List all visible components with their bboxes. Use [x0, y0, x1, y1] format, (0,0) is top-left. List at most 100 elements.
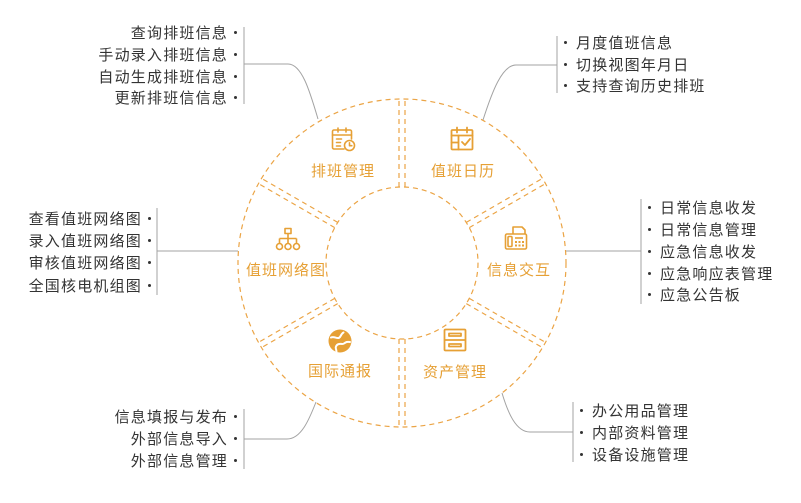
schedule-clock-icon — [329, 125, 357, 153]
feature-item: 设备设施管理 — [580, 443, 689, 465]
feature-list-info-exchange: 日常信息收发 日常信息管理 应急信息收发 应急响应表管理 应急公告板 — [648, 197, 773, 306]
outer-ring — [237, 98, 567, 428]
bullet-dot — [580, 452, 583, 456]
bullet-dot — [234, 437, 237, 441]
bullet-dot — [148, 261, 151, 265]
feature-text: 信息填报与发布 — [114, 408, 228, 427]
fax-icon — [502, 224, 530, 252]
feature-item: 支持查询历史排班 — [564, 75, 706, 97]
feature-item: 信息填报与发布 — [115, 406, 237, 428]
connector-assets — [501, 392, 573, 433]
feature-list-assets: 办公用品管理 内部资料管理 设备设施管理 — [580, 399, 689, 465]
feature-item: 自动生成排班信息 — [98, 65, 237, 87]
inner-ring — [325, 186, 479, 340]
bullet-dot — [148, 238, 151, 242]
bullet-dot — [564, 84, 567, 88]
bullet-dot — [234, 74, 237, 78]
bullet-dot — [148, 216, 151, 220]
feature-list-scheduling: 查询排班信息 手动录入排班信息 自动生成排班信息 更新排班信信息 — [98, 22, 237, 109]
divider-upper-right-b — [465, 177, 543, 223]
module-label: 值班网络图 — [245, 261, 327, 279]
feature-text: 更新排班信信息 — [114, 89, 228, 108]
feature-item: 更新排班信信息 — [98, 87, 237, 109]
feature-list-calendar: 月度值班信息 切换视图年月日 支持查询历史排班 — [564, 32, 706, 97]
module-label: 值班日历 — [430, 162, 496, 180]
bullet-dot — [648, 249, 651, 253]
bullet-dot — [648, 228, 651, 232]
module-label: 国际通报 — [307, 362, 373, 380]
feature-item: 全国核电机组图 — [29, 274, 151, 296]
bullet-dot — [580, 430, 583, 434]
module-label: 信息交互 — [486, 261, 552, 279]
feature-item: 日常信息收发 — [648, 197, 773, 219]
feature-item: 切换视图年月日 — [564, 54, 706, 76]
bullet-dot — [234, 53, 237, 57]
feature-text: 应急响应表管理 — [660, 264, 774, 283]
divider-lower-right-a — [465, 303, 543, 349]
feature-item: 办公用品管理 — [580, 399, 689, 421]
feature-item: 外部信息管理 — [115, 450, 237, 472]
divider-lower-left-a — [261, 303, 339, 349]
feature-item: 录入值班网络图 — [29, 229, 151, 251]
feature-text: 办公用品管理 — [592, 401, 690, 420]
feature-text: 外部信息管理 — [130, 451, 228, 470]
segment-dividers — [258, 99, 546, 427]
feature-item: 手动录入排班信息 — [98, 44, 237, 66]
feature-item: 应急公告板 — [648, 284, 773, 306]
bullet-dot — [234, 31, 237, 35]
feature-text: 审核值班网络图 — [28, 254, 142, 273]
bullet-dot — [648, 206, 651, 210]
feature-text: 查询排班信息 — [130, 24, 228, 43]
calendar-check-icon — [448, 125, 476, 153]
feature-text: 支持查询历史排班 — [576, 77, 706, 96]
feature-item: 外部信息导入 — [115, 428, 237, 450]
feature-text: 切换视图年月日 — [576, 55, 690, 74]
bullet-dot — [564, 62, 567, 66]
feature-item: 月度值班信息 — [564, 32, 706, 54]
feature-text: 设备设施管理 — [592, 445, 690, 464]
feature-text: 查看值班网络图 — [28, 209, 142, 228]
feature-text: 内部资料管理 — [592, 423, 690, 442]
bullet-dot — [648, 271, 651, 275]
feature-item: 查询排班信息 — [98, 22, 237, 44]
feature-item: 日常信息管理 — [648, 219, 773, 241]
bullet-dot — [234, 458, 237, 462]
divider-upper-left-b — [258, 183, 336, 229]
feature-text: 月度值班信息 — [576, 34, 674, 53]
bullet-dot — [148, 283, 151, 287]
feature-text: 自动生成排班信息 — [98, 67, 228, 86]
connector-international — [244, 401, 317, 440]
feature-item: 内部资料管理 — [580, 421, 689, 443]
connector-scheduling — [244, 63, 319, 120]
bullet-dot — [234, 96, 237, 100]
module-label: 排班管理 — [310, 162, 376, 180]
feature-text: 全国核电机组图 — [28, 276, 142, 295]
feature-item: 应急响应表管理 — [648, 262, 773, 284]
feature-text: 外部信息导入 — [130, 430, 228, 449]
feature-list-duty-network: 查看值班网络图 录入值班网络图 审核值班网络图 全国核电机组图 — [29, 207, 151, 296]
divider-lower-left-b — [258, 297, 336, 343]
connector-calendar — [482, 64, 557, 121]
feature-item: 应急信息收发 — [648, 241, 773, 263]
feature-text: 日常信息收发 — [660, 199, 758, 218]
cabinet-icon — [441, 326, 469, 354]
bullet-dot — [564, 41, 567, 45]
bullet-dot — [580, 408, 583, 412]
divider-upper-left-a — [261, 177, 339, 223]
feature-item: 查看值班网络图 — [29, 207, 151, 229]
feature-text: 手动录入排班信息 — [98, 46, 228, 65]
divider-upper-right-a — [468, 183, 546, 229]
feature-list-international: 信息填报与发布 外部信息导入 外部信息管理 — [115, 406, 237, 471]
org-chart-icon — [274, 226, 302, 254]
feature-text: 应急公告板 — [660, 286, 742, 305]
module-label: 资产管理 — [422, 363, 488, 381]
feature-text: 日常信息管理 — [660, 221, 758, 240]
bullet-dot — [234, 415, 237, 419]
globe-icon — [326, 327, 354, 355]
feature-item: 审核值班网络图 — [29, 252, 151, 274]
feature-text: 应急信息收发 — [660, 242, 758, 261]
feature-text: 录入值班网络图 — [28, 231, 142, 250]
